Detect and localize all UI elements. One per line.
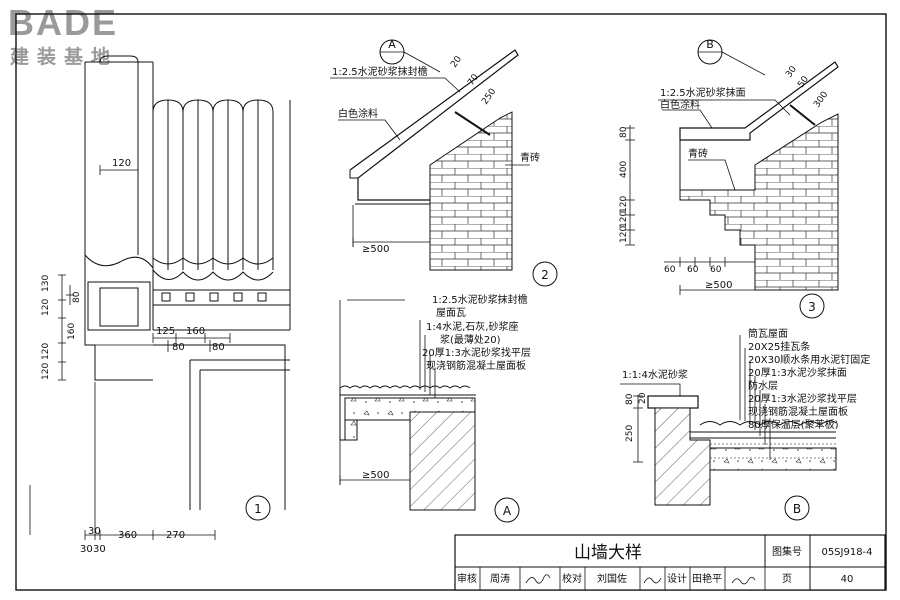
dim-120-top: 120 (112, 158, 131, 169)
brand-logo: BADE (8, 2, 119, 43)
detail-3-v120b: 120 (619, 211, 629, 228)
detail-3-v120c: 120 (619, 226, 629, 243)
detail-3-dim-300: 300 (812, 90, 830, 110)
detail-a-l5: 20厚1:3水泥砂浆找平层 (422, 346, 531, 359)
detail-b-l0: 1:1:4水泥砂浆 (622, 368, 688, 381)
detail-a-l1: 1:2.5水泥砂浆抹封檐 (432, 293, 528, 306)
design-label: 设计 (667, 572, 687, 585)
detail-2-number: 2 (541, 268, 549, 282)
detail-2-dim-20: 20 (449, 54, 464, 69)
detail-3-h60b: 60 (687, 265, 699, 275)
detail-3-note-brick: 青砖 (688, 147, 708, 160)
roof-tile-rows (152, 99, 290, 306)
checker-name: 刘国佐 (597, 573, 627, 585)
detail-a-wall (409, 411, 476, 511)
detail-2-note-seal: 1:2.5水泥砂浆抹封檐 (332, 65, 428, 78)
detail-b-l8: 80厚保温层(聚苯板) (748, 418, 839, 431)
detail-b-letter: B (793, 502, 801, 516)
detail-b-l1: 筒瓦屋面 (748, 327, 788, 340)
reviewer-name: 周涛 (490, 572, 510, 585)
detail-2-note-white: 白色涂料 (338, 107, 378, 120)
detail-2-brick-wall (429, 111, 513, 271)
dim-125: 125 (156, 326, 175, 337)
detail-a-marker (494, 497, 520, 523)
dim-160b: 160 (186, 326, 205, 337)
detail-b-l6: 20厚1:3水泥沙浆找平层 (748, 392, 857, 405)
detail-b-v250: 250 (625, 425, 635, 442)
detail-a-section: A 1:2.5水泥砂浆抹封檐 屋面瓦 1:4水泥,石灰,砂浆座 浆(最薄处20)… (339, 293, 531, 523)
detail-a-l3: 1:4水泥,石灰,砂浆座 (426, 320, 518, 333)
detail-3-dim-500: ≥500 (705, 280, 732, 291)
designer-name: 田艳平 (692, 572, 722, 585)
detail-b-l7: 现浇钢筋混凝土屋面板 (748, 405, 848, 418)
sheet-frame (15, 13, 887, 591)
review-label: 审核 (457, 572, 477, 585)
dim-80a: 80 (172, 342, 185, 353)
detail-1-marker (245, 495, 271, 521)
detail-b-v80: 80 (625, 393, 635, 405)
atlas-label: 图集号 (772, 545, 802, 558)
detail-3-v80: 80 (619, 126, 629, 138)
dim-120a: 120 (41, 299, 51, 316)
detail-3-number: 3 (808, 300, 816, 314)
detail-a-dim-500: ≥500 (362, 470, 389, 481)
detail-3-note-mortar: 1:2.5水泥砂浆抹面 (660, 86, 746, 99)
drawing-title: 山墙大样 (574, 543, 642, 563)
section-a-letter: A (388, 38, 396, 51)
detail-2-dim-250: 250 (480, 87, 498, 107)
detail-b-coping (647, 395, 699, 409)
dim-30a: 30 (88, 526, 101, 537)
detail-3-note-white: 白色涂料 (660, 98, 700, 111)
detail-3-marker (799, 293, 825, 319)
dim-80b: 80 (212, 342, 225, 353)
dim-30b: 30 (80, 544, 93, 555)
detail-b-l5: 防水层 (748, 379, 778, 392)
dim-130: 130 (41, 275, 51, 292)
detail-b-wall (654, 407, 711, 506)
title-block: 山墙大样 图集号 05SJ918-4 审核 周涛 校对 刘国佐 设计 田艳平 页… (454, 534, 886, 591)
detail-3-h60c: 60 (710, 265, 722, 275)
dim-120c: 120 (41, 363, 51, 380)
detail-3-dim-30: 30 (784, 64, 799, 79)
detail-b-marker (784, 495, 810, 521)
detail-1-number: 1 (254, 502, 262, 516)
detail-2-note-brick: 青砖 (520, 151, 540, 164)
ridge-square-panel (99, 287, 139, 327)
detail-b-section: B 1:1:4水泥砂浆 筒瓦屋面 20X25挂瓦条 20X30顺水条用水泥钉固定… (620, 327, 870, 521)
detail-a-l6: 现浇钢筋混凝土屋面板 (426, 359, 526, 372)
detail-a-letter: A (503, 504, 512, 518)
dim-30c: 30 (93, 544, 106, 555)
detail-b-l3: 20X30顺水条用水泥钉固定 (748, 353, 870, 366)
detail-b-l4: 20厚1:3水泥沙浆抹面 (748, 366, 847, 379)
dim-120b: 120 (41, 343, 51, 360)
designer-signature (731, 576, 756, 585)
check-label: 校对 (562, 572, 582, 585)
detail-2-section: A 2 1:2.5水泥砂浆抹封檐 白色涂料 青砖 20 70 250 ≥500 (330, 38, 558, 287)
checker-signature (643, 577, 662, 584)
detail-a-l2: 屋面瓦 (436, 307, 466, 319)
detail-3-section: B 3 1:2.5水泥砂浆抹面 白色涂料 青砖 30 50 300 80 400… (619, 38, 839, 319)
detail-3-h60a: 60 (664, 265, 676, 275)
detail-b-v20: 20 (638, 392, 648, 404)
detail-a-l4: 浆(最薄处20) (440, 333, 501, 346)
page-label: 页 (782, 573, 792, 585)
detail-2-marker (532, 261, 558, 287)
dim-80: 80 (72, 291, 82, 303)
atlas-number: 05SJ918-4 (821, 547, 872, 558)
dim-270: 270 (166, 530, 185, 541)
dim-160: 160 (67, 323, 77, 340)
dim-360: 360 (118, 530, 137, 541)
reviewer-signature (525, 574, 551, 584)
detail-2-dim-500: ≥500 (362, 244, 389, 255)
detail-3-v400: 400 (619, 161, 629, 178)
page-number: 40 (841, 574, 854, 585)
detail-b-l2: 20X25挂瓦条 (748, 340, 810, 353)
detail-1-elevation: 1 120 130 80 120 160 120 120 125 160 80 … (29, 55, 291, 555)
detail-3-v120a: 120 (619, 196, 629, 213)
section-b-letter: B (706, 38, 714, 51)
